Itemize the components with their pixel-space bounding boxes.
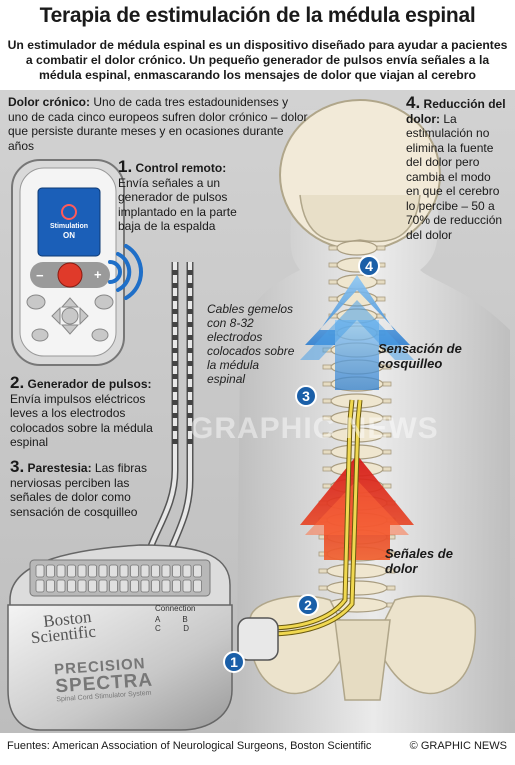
- sensation-label: Sensación de cosquilleo: [378, 341, 462, 371]
- watermark: GRAPHIC NEWS: [190, 412, 439, 445]
- step-4-number: 4.: [406, 93, 421, 112]
- step-1-body: Envía señales a un generador de pulsos i…: [118, 175, 237, 234]
- step-marker-label: 4: [365, 258, 373, 274]
- remote-plus-button: +: [94, 267, 102, 282]
- step-marker-2: [297, 594, 319, 616]
- step-markers: 1 2 3 4: [223, 255, 380, 673]
- sources: Fuentes: American Association of Neurolo…: [7, 740, 372, 752]
- step-4-text: 4. Reducción del dolor: La estimulación …: [406, 93, 506, 242]
- chronic-pain-body: Uno de cada tres estadounidenses y uno d…: [8, 95, 308, 153]
- step-2-text: 2. Generador de pulsos: Envía impulsos e…: [10, 373, 170, 450]
- sensation-arrow: [300, 275, 414, 390]
- chronic-pain-label: Dolor crónico:: [8, 95, 91, 109]
- step-3-text: 3. Parestesia: Las fibras nerviosas perc…: [10, 457, 170, 519]
- connection-ports: A B C D: [155, 615, 195, 633]
- step-2-body: Envía impulsos eléctricos leves a los el…: [10, 391, 153, 450]
- step-1-title: Control remoto:: [135, 161, 227, 175]
- vertebra: [336, 240, 378, 256]
- connection-label: Connection: [155, 604, 196, 613]
- remote-screen-line2: ON: [63, 231, 75, 240]
- footer: [0, 733, 515, 765]
- pain-signals-label: Señales de dolor: [385, 546, 453, 576]
- step-3-title: Parestesia:: [27, 461, 92, 475]
- generator-brand: Boston Scientific: [29, 607, 97, 647]
- lead-wires: [267, 399, 363, 637]
- step-1-number: 1.: [118, 157, 133, 176]
- vertebra: [326, 563, 388, 579]
- step-3-number: 3.: [10, 457, 25, 476]
- copyright: © GRAPHIC NEWS: [409, 740, 507, 752]
- step-4-body: La estimulación no elimina la fuente del…: [406, 111, 503, 242]
- port-b: B: [182, 615, 188, 624]
- step-2-number: 2.: [10, 373, 25, 392]
- pulse-generator: [7, 544, 233, 731]
- step-marker-1: [223, 651, 245, 673]
- implanted-generator: [237, 617, 279, 661]
- port-c: C: [155, 624, 161, 633]
- vertebra: [326, 580, 388, 596]
- remote-screen-text: Stimulation ON: [38, 222, 100, 240]
- cables-label: Cables gemelos con 8-32 electrodos coloc…: [207, 302, 295, 386]
- page-title: Terapia de estimulación de la médula esp…: [39, 4, 476, 27]
- signal-waves-icon: [108, 244, 144, 300]
- port-a: A: [155, 615, 160, 624]
- step-3-body: Las fibras nerviosas perciben las señale…: [10, 461, 147, 519]
- generator-connection: Connection A B C D: [155, 604, 195, 633]
- step-marker-4: [358, 255, 380, 277]
- port-d: D: [183, 624, 190, 633]
- step-marker-label: 3: [302, 388, 310, 404]
- step-marker-label: 2: [304, 597, 312, 613]
- step-4-title: Reducción del dolor:: [406, 97, 506, 126]
- step-marker-label: 1: [230, 654, 238, 670]
- step-2-title: Generador de pulsos:: [27, 377, 152, 391]
- remote-screen-line1: Stimulation: [49, 223, 89, 230]
- remote-minus-button: −: [36, 268, 44, 283]
- step-marker-3: [295, 385, 317, 407]
- step-1-text: 1. Control remoto: Envía señales a un ge…: [118, 157, 248, 234]
- generator-model: PRECISION SPECTRA Spinal Cord Stimulator…: [54, 655, 154, 703]
- page-subtitle: Un estimulador de médula espinal es un d…: [7, 38, 508, 82]
- chronic-pain-text: Dolor crónico: Uno de cada tres estadoun…: [8, 95, 308, 153]
- remote-control: [11, 159, 125, 366]
